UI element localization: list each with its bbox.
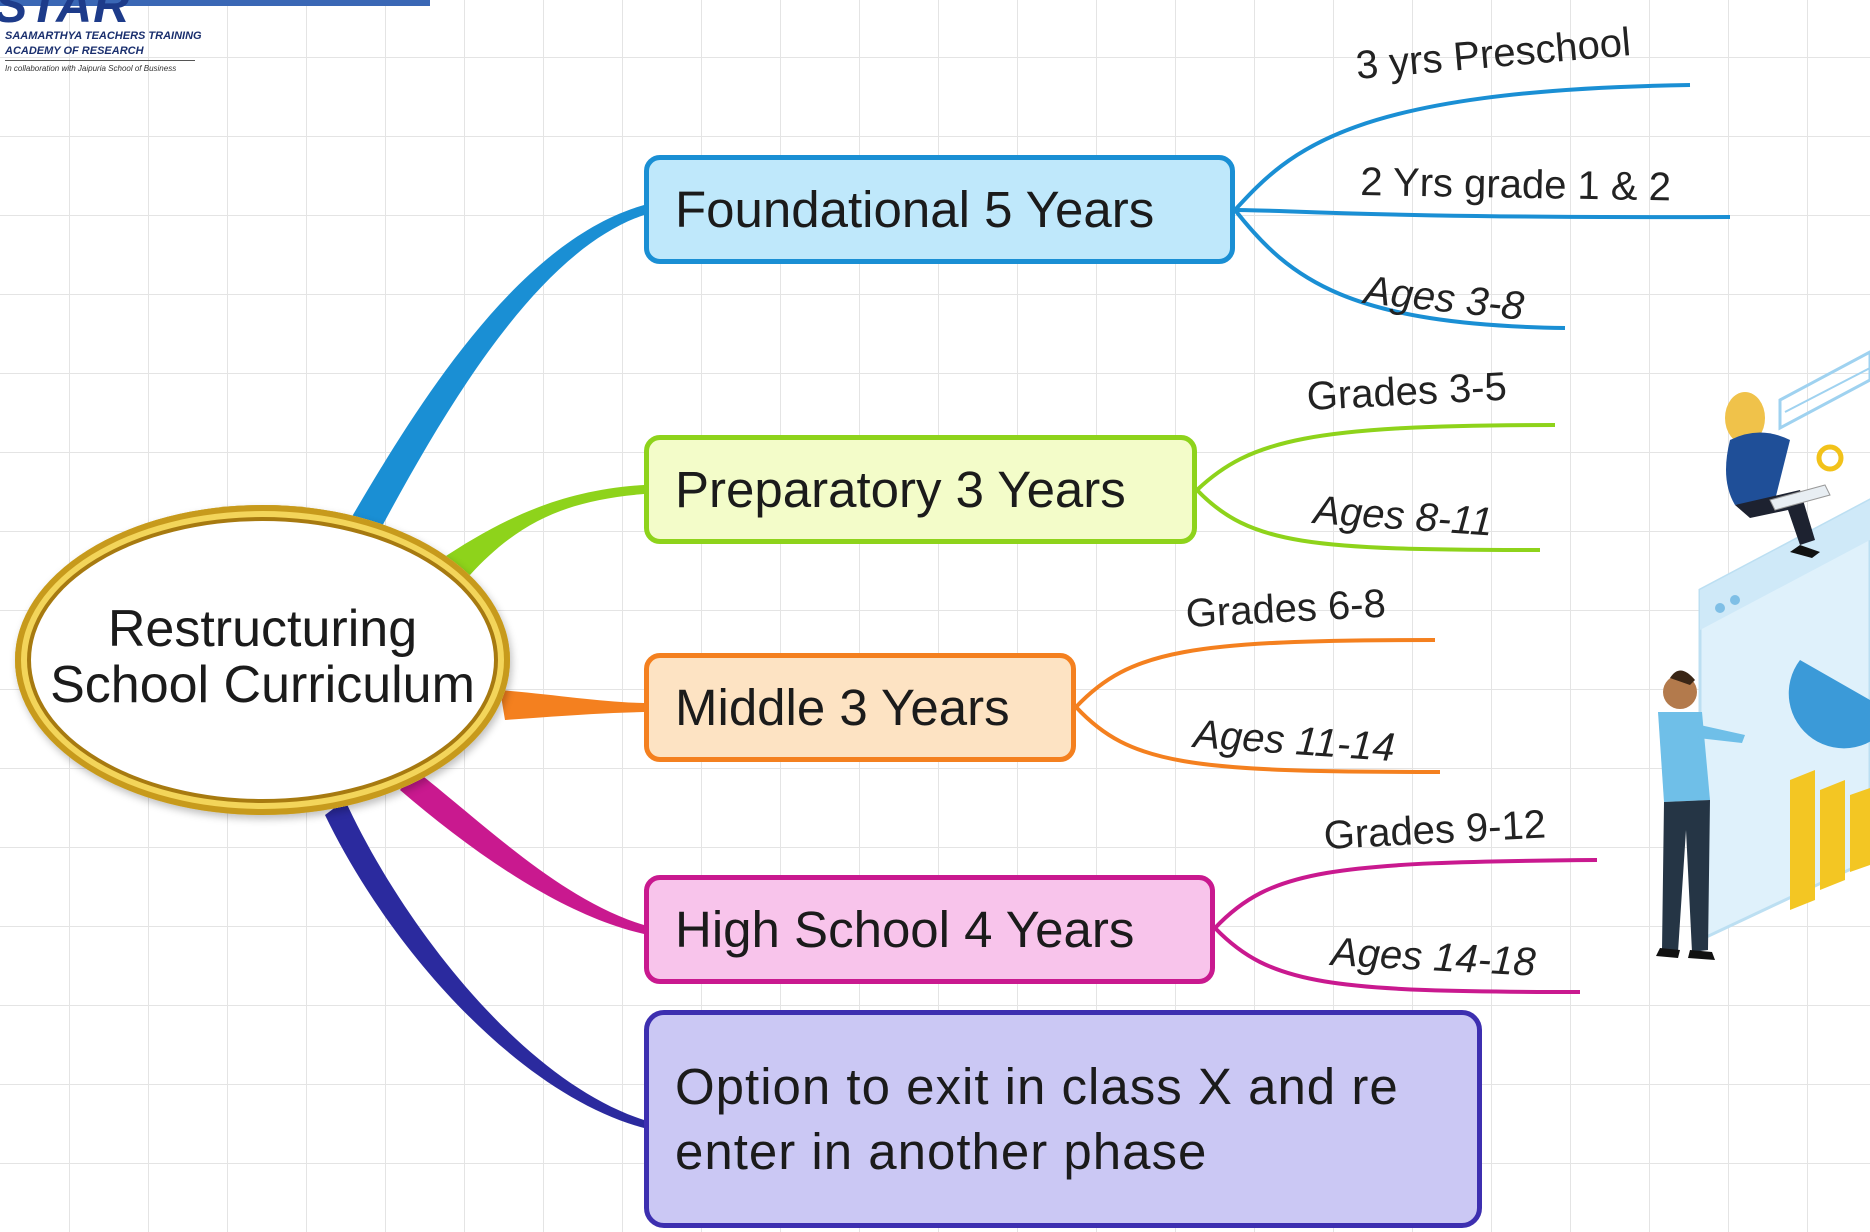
branch-option bbox=[325, 800, 644, 1128]
leaf-line-ages811 bbox=[1195, 488, 1541, 552]
node-high-school[interactable]: High School 4 Years bbox=[644, 875, 1215, 984]
leaf-line-grades912 bbox=[1213, 858, 1598, 930]
branch-highschool bbox=[400, 770, 644, 934]
people-with-dashboard-illustration bbox=[1656, 350, 1870, 960]
leaf-2-yrs-grade-1-2[interactable]: 2 Yrs grade 1 & 2 bbox=[1360, 160, 1672, 210]
central-topic-line-1: Restructuring bbox=[107, 600, 418, 658]
leaf-line-grade12 bbox=[1234, 208, 1731, 220]
node-middle[interactable]: Middle 3 Years bbox=[644, 653, 1076, 762]
leaf-line-grades35 bbox=[1195, 423, 1556, 492]
central-topic-line-2: School Curriculum bbox=[50, 656, 475, 714]
logo-rule bbox=[5, 60, 195, 61]
logo-line-2: ACADEMY OF RESEARCH bbox=[5, 45, 144, 57]
node-preparatory[interactable]: Preparatory 3 Years bbox=[644, 435, 1197, 544]
node-foundational[interactable]: Foundational 5 Years bbox=[644, 155, 1235, 264]
branch-middle bbox=[500, 690, 644, 720]
logo-line-3: In collaboration with Jaipuria School of… bbox=[5, 64, 177, 73]
logo-line-1: SAAMARTHYA TEACHERS TRAINING bbox=[5, 30, 202, 42]
leaf-line-ages1114 bbox=[1074, 705, 1441, 774]
header-bar bbox=[0, 0, 430, 6]
central-topic-restructuring[interactable]: Restructuring School Curriculum bbox=[15, 505, 510, 815]
leaf-line-ages38 bbox=[1233, 208, 1566, 330]
logo-wordmark: STAR bbox=[0, 0, 131, 33]
star-logo: STAR SAAMARTHYA TEACHERS TRAINING ACADEM… bbox=[0, 0, 210, 80]
leaf-line-ages1418 bbox=[1213, 926, 1581, 994]
leaf-line-preschool bbox=[1233, 83, 1691, 212]
leaf-line-grades68 bbox=[1074, 638, 1436, 709]
branch-foundational bbox=[350, 205, 644, 530]
branch-preparatory bbox=[440, 485, 644, 575]
node-exit-option[interactable]: Option to exit in class X and re enter i… bbox=[644, 1010, 1482, 1228]
